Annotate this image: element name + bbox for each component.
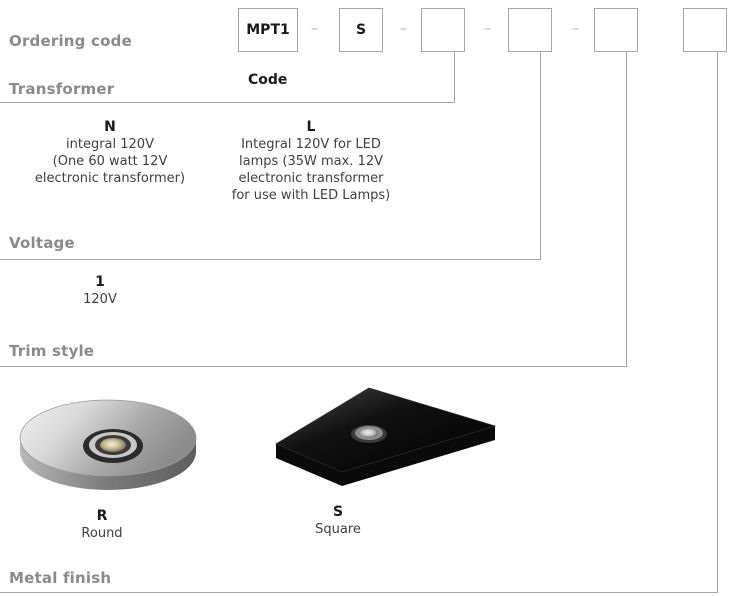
option-code: R bbox=[96, 508, 108, 524]
metal-finish-rule bbox=[0, 592, 718, 593]
code-box-trim-size bbox=[594, 8, 638, 52]
voltage-option-1: 1 120V bbox=[60, 274, 140, 308]
option-code: L bbox=[306, 119, 316, 135]
metal-finish-label: Metal finish bbox=[9, 569, 112, 587]
code-box-metal-finish bbox=[683, 8, 727, 52]
code-separator: – bbox=[311, 21, 318, 37]
transformer-option-n: N integral 120V (One 60 watt 12V electro… bbox=[10, 119, 210, 187]
option-description: Round bbox=[81, 526, 123, 541]
ordering-code-label: Ordering code bbox=[9, 32, 132, 50]
option-description: 120V bbox=[83, 292, 117, 307]
option-description: Integral 120V for LED lamps (35W max. 12… bbox=[231, 137, 391, 203]
code-separator: – bbox=[400, 21, 407, 37]
option-code: N bbox=[104, 119, 116, 135]
transformer-connector bbox=[454, 52, 455, 103]
voltage-label: Voltage bbox=[9, 234, 75, 252]
transformer-rule bbox=[0, 102, 455, 103]
square-trim-image bbox=[275, 387, 497, 486]
metal-finish-connector bbox=[717, 52, 718, 593]
option-code: S bbox=[332, 504, 344, 520]
voltage-connector bbox=[540, 52, 541, 260]
code-separator: – bbox=[484, 21, 491, 37]
option-code: 1 bbox=[95, 274, 105, 290]
code-separator: – bbox=[572, 21, 579, 37]
transformer-label: Transformer bbox=[9, 80, 115, 98]
option-description: integral 120V (One 60 watt 12V electroni… bbox=[34, 137, 186, 186]
code-caption: Code bbox=[248, 72, 288, 88]
trim-style-rule bbox=[0, 366, 627, 367]
option-description: Square bbox=[315, 522, 361, 537]
round-trim-image bbox=[19, 399, 197, 490]
code-box-transformer bbox=[421, 8, 465, 52]
trim-style-label: Trim style bbox=[9, 342, 95, 360]
code-box-voltage bbox=[508, 8, 552, 52]
trim-style-connector bbox=[626, 52, 627, 367]
code-box-prefix: MPT1 bbox=[238, 8, 298, 52]
trim-option-round: R Round bbox=[62, 508, 142, 542]
trim-option-square: S Square bbox=[298, 504, 378, 538]
code-box-trim-style: S bbox=[339, 8, 383, 52]
voltage-rule bbox=[0, 259, 541, 260]
transformer-option-l: L Integral 120V for LED lamps (35W max. … bbox=[206, 119, 416, 204]
